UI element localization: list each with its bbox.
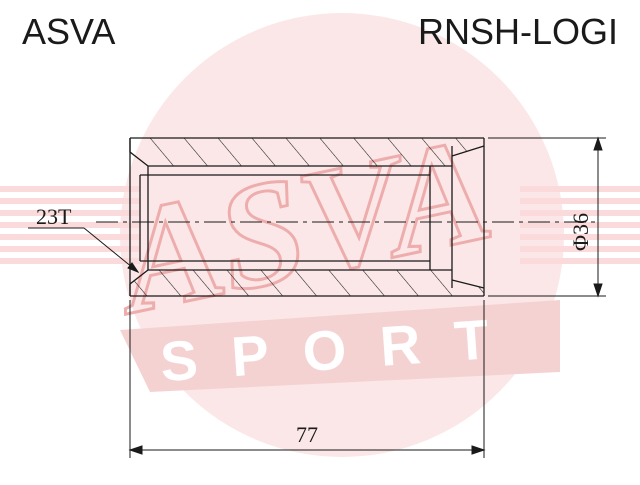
part-number: RNSH-LOGI: [417, 11, 618, 52]
diameter-dimension: [488, 136, 606, 298]
watermark-banner: [120, 300, 560, 392]
thread-leader: [28, 227, 140, 274]
part-lower-wall: [129, 269, 485, 297]
watermark-circle: [120, 13, 564, 457]
watermark-logo: ASVA SPORT: [0, 13, 640, 457]
length-label: 77: [296, 422, 318, 447]
thread-label: 23T: [36, 204, 72, 229]
part-upper-wall: [129, 137, 485, 167]
brand-title: ASVA: [22, 11, 116, 52]
part-outline: [129, 138, 485, 296]
watermark-stripes: [0, 186, 640, 264]
length-dimension: [128, 300, 486, 458]
diameter-label: Φ36: [568, 213, 593, 251]
